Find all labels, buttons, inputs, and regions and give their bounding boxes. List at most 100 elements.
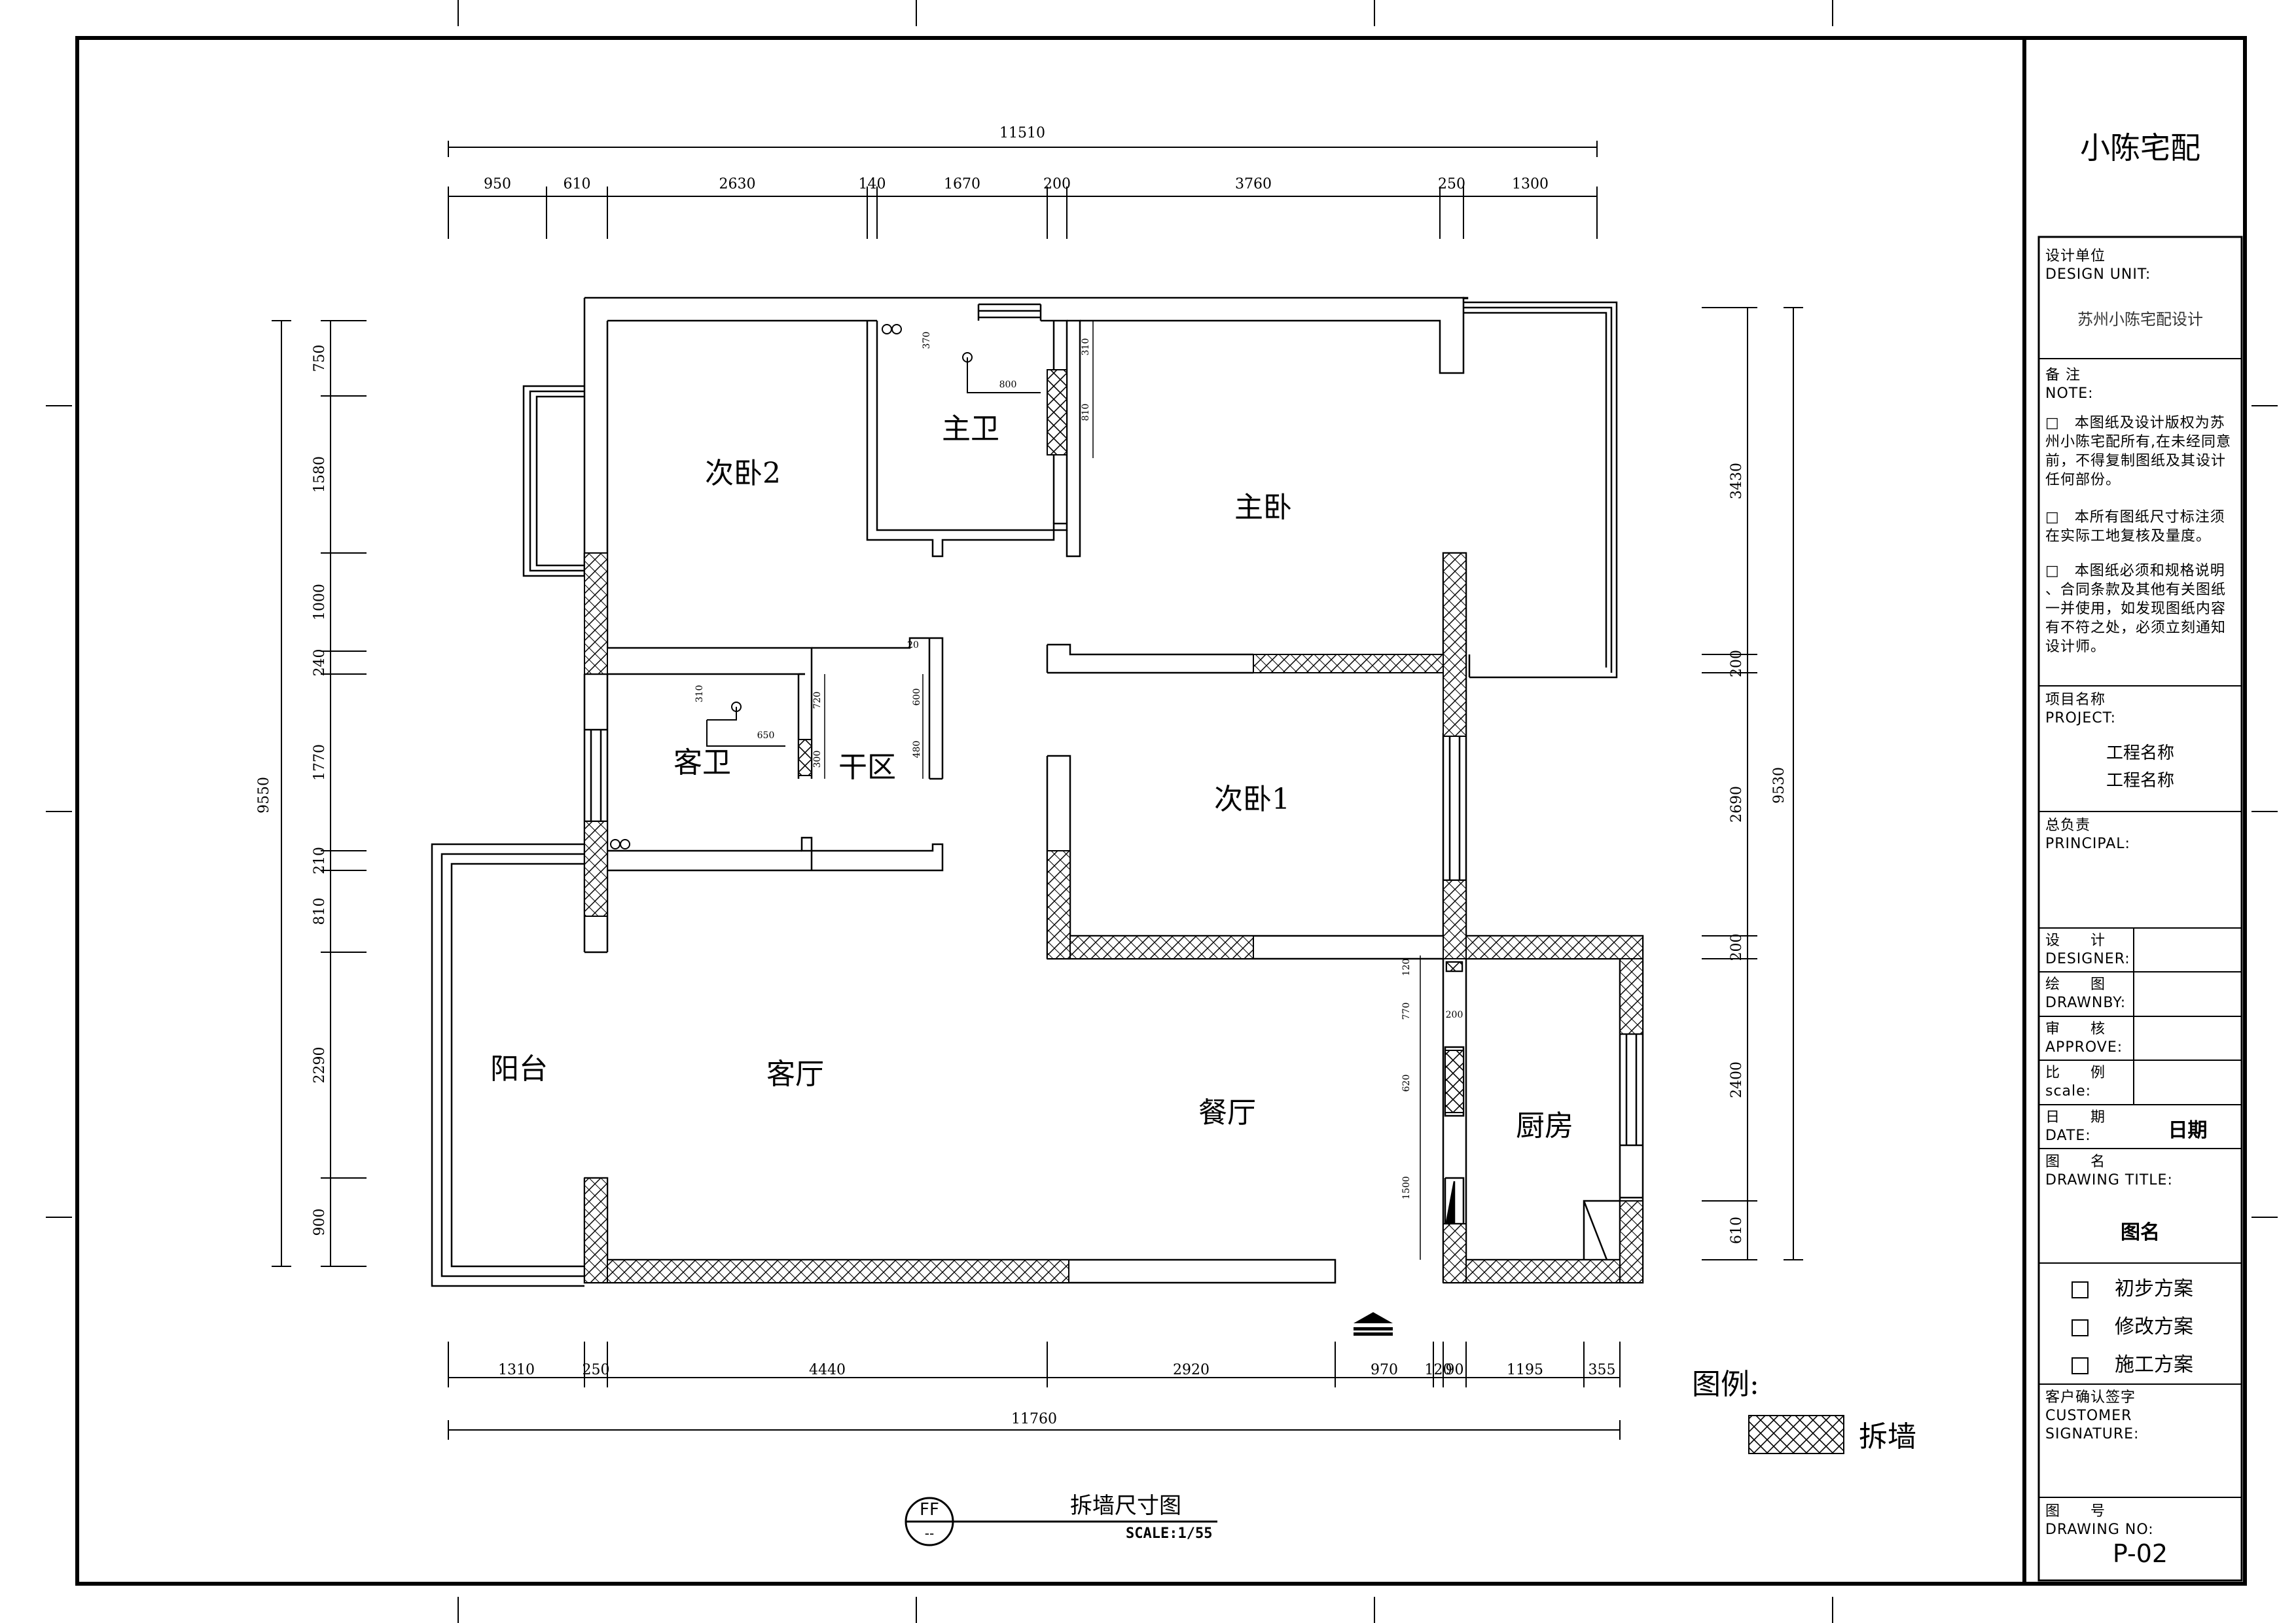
stage-label-2: 修改方案 (2115, 1315, 2193, 1338)
dim-right-5: 610 (1729, 1217, 1745, 1244)
dimension-texts: 11510 11760 9550 9530 (256, 125, 1787, 1427)
legend-title: 图例: (1692, 1368, 1759, 1401)
dim-top-7: 250 (1438, 176, 1465, 192)
drawnby-label-cn: 绘 图 (2045, 976, 2106, 993)
dim-k-1500: 1500 (1401, 1176, 1412, 1200)
company-name: 小陈宅配 (2080, 130, 2200, 166)
stage-label-1: 初步方案 (2115, 1277, 2193, 1300)
fixtures (610, 324, 1041, 849)
dim-dz-720: 720 (812, 692, 823, 709)
dim-mb-310: 310 (1081, 338, 1091, 356)
dim-left-5: 210 (312, 847, 328, 874)
dim-bottom-6: 90 (1446, 1362, 1464, 1378)
checkbox-icon[interactable] (2072, 1281, 2089, 1298)
dim-right-3: 200 (1729, 934, 1745, 961)
title-block-inner-frame (2037, 236, 2243, 1582)
plan-walls (431, 296, 1644, 1287)
date-value: 日期 (2168, 1119, 2208, 1142)
dim-dz-300: 300 (812, 751, 823, 768)
dim-right-4: 2400 (1729, 1061, 1745, 1098)
dim-bottom-total: 11760 (1011, 1411, 1057, 1427)
stage-option-1[interactable]: 初步方案 (2072, 1272, 2193, 1301)
dim-dz-20: 20 (907, 640, 919, 651)
room-label-guest-bath: 客卫 (673, 746, 731, 779)
inner-dimensions: 370 800 310 810 310 650 20 720 300 600 4… (694, 332, 1463, 1200)
room-label-living: 客厅 (766, 1058, 824, 1091)
drawing-caption: 拆墙尺寸图 (1070, 1493, 1181, 1519)
dim-right-2: 2690 (1729, 786, 1745, 823)
legend-swatch (1748, 1415, 1844, 1454)
dim-gb-650: 650 (757, 730, 775, 741)
dim-right-1: 200 (1729, 650, 1745, 677)
dim-top-3: 140 (859, 176, 886, 192)
drawing-symbol-bottom: -- (925, 1525, 934, 1541)
dim-top-6: 3760 (1235, 176, 1272, 192)
stage-option-3[interactable]: 施工方案 (2072, 1348, 2193, 1377)
dim-left-total: 9550 (256, 777, 272, 813)
date-label-cn: 日 期 (2045, 1109, 2106, 1126)
dim-left-2: 1000 (312, 584, 328, 620)
project-value-1: 工程名称 (2106, 743, 2174, 763)
title-block-rules (2039, 358, 2242, 1498)
note-label-cn: 备 注 (2045, 367, 2081, 383)
room-label-master-bath: 主卫 (942, 412, 999, 446)
note-1: □ 本图纸及设计版权为苏州小陈宅配所有,在未经同意前，不得复制图纸及其设计任何部… (2045, 415, 2231, 488)
dim-bottom-2: 4440 (809, 1362, 846, 1378)
drawing-title-value: 图名 (2121, 1221, 2160, 1244)
entry-arrow-icon (1354, 1312, 1393, 1336)
drawing-no-label-en: DRAWING NO: (2045, 1522, 2154, 1538)
dim-mb-800: 800 (999, 380, 1017, 390)
dim-top-5: 200 (1043, 176, 1071, 192)
note-2: □ 本所有图纸尺寸标注须在实际工地复核及量度。 (2045, 509, 2225, 544)
drawing-no-value: P-02 (2112, 1539, 2168, 1568)
dim-top-total: 11510 (999, 125, 1045, 141)
dim-bottom-5: 120 (1425, 1362, 1452, 1378)
dim-top-4: 1670 (944, 176, 980, 192)
dim-bottom-4: 970 (1371, 1362, 1398, 1378)
dim-left-4: 1770 (312, 744, 328, 781)
dim-left-6: 810 (312, 898, 328, 925)
dim-dz-600: 600 (912, 688, 922, 706)
room-label-master-bed: 主卧 (1234, 491, 1292, 524)
drawing-title-label-en: DRAWING TITLE: (2045, 1172, 2173, 1188)
stage-label-3: 施工方案 (2115, 1353, 2193, 1376)
scale-label-en: scale: (2045, 1083, 2092, 1099)
date-label-en: DATE: (2045, 1128, 2091, 1144)
stage-option-2[interactable]: 修改方案 (2072, 1310, 2193, 1339)
customer-label-cn: 客户确认签字 (2045, 1389, 2136, 1406)
dim-right-total: 9530 (1771, 767, 1787, 804)
designer-label-en: DESIGNER: (2045, 951, 2130, 967)
drawing-scale: SCALE:1/55 (1126, 1525, 1212, 1542)
note-label-en: NOTE: (2045, 385, 2094, 402)
checkbox-icon[interactable] (2072, 1319, 2089, 1336)
room-label-dining: 餐厅 (1198, 1096, 1256, 1130)
dim-right-0: 3430 (1729, 463, 1745, 499)
dim-left-7: 2290 (312, 1047, 328, 1084)
legend-item-label: 拆墙 (1859, 1420, 1916, 1454)
demolish-xhatch (798, 369, 1464, 1113)
outer-frame (75, 36, 2247, 1586)
dim-left-1: 1580 (312, 456, 328, 493)
inner-dimension-lines (824, 321, 1421, 1260)
dim-mb-370: 370 (922, 332, 932, 349)
dim-k-120: 120 (1401, 959, 1412, 976)
project-value-2: 工程名称 (2106, 771, 2174, 791)
dim-bottom-0: 1310 (498, 1362, 535, 1378)
dim-k-770: 770 (1401, 1003, 1412, 1020)
approve-label-en: APPROVE: (2045, 1039, 2123, 1056)
room-label-balcony: 阳台 (490, 1052, 548, 1086)
checkbox-icon[interactable] (2072, 1357, 2089, 1374)
dim-bottom-7: 1195 (1507, 1362, 1543, 1378)
drawing-title-label-cn: 图 名 (2045, 1154, 2106, 1170)
design-unit-value: 苏州小陈宅配设计 (2077, 310, 2203, 329)
drawnby-label-en: DRAWNBY: (2045, 995, 2126, 1011)
dim-top-1: 610 (564, 176, 591, 192)
customer-label-en-1: CUSTOMER (2045, 1408, 2132, 1424)
room-label-kitchen: 厨房 (1516, 1109, 1573, 1143)
designer-label-cn: 设 计 (2045, 933, 2106, 949)
design-unit-label-en: DESIGN UNIT: (2045, 266, 2151, 283)
dim-mb-810: 810 (1081, 404, 1091, 421)
dim-k-620: 620 (1401, 1075, 1412, 1092)
dim-bottom-3: 2920 (1173, 1362, 1210, 1378)
